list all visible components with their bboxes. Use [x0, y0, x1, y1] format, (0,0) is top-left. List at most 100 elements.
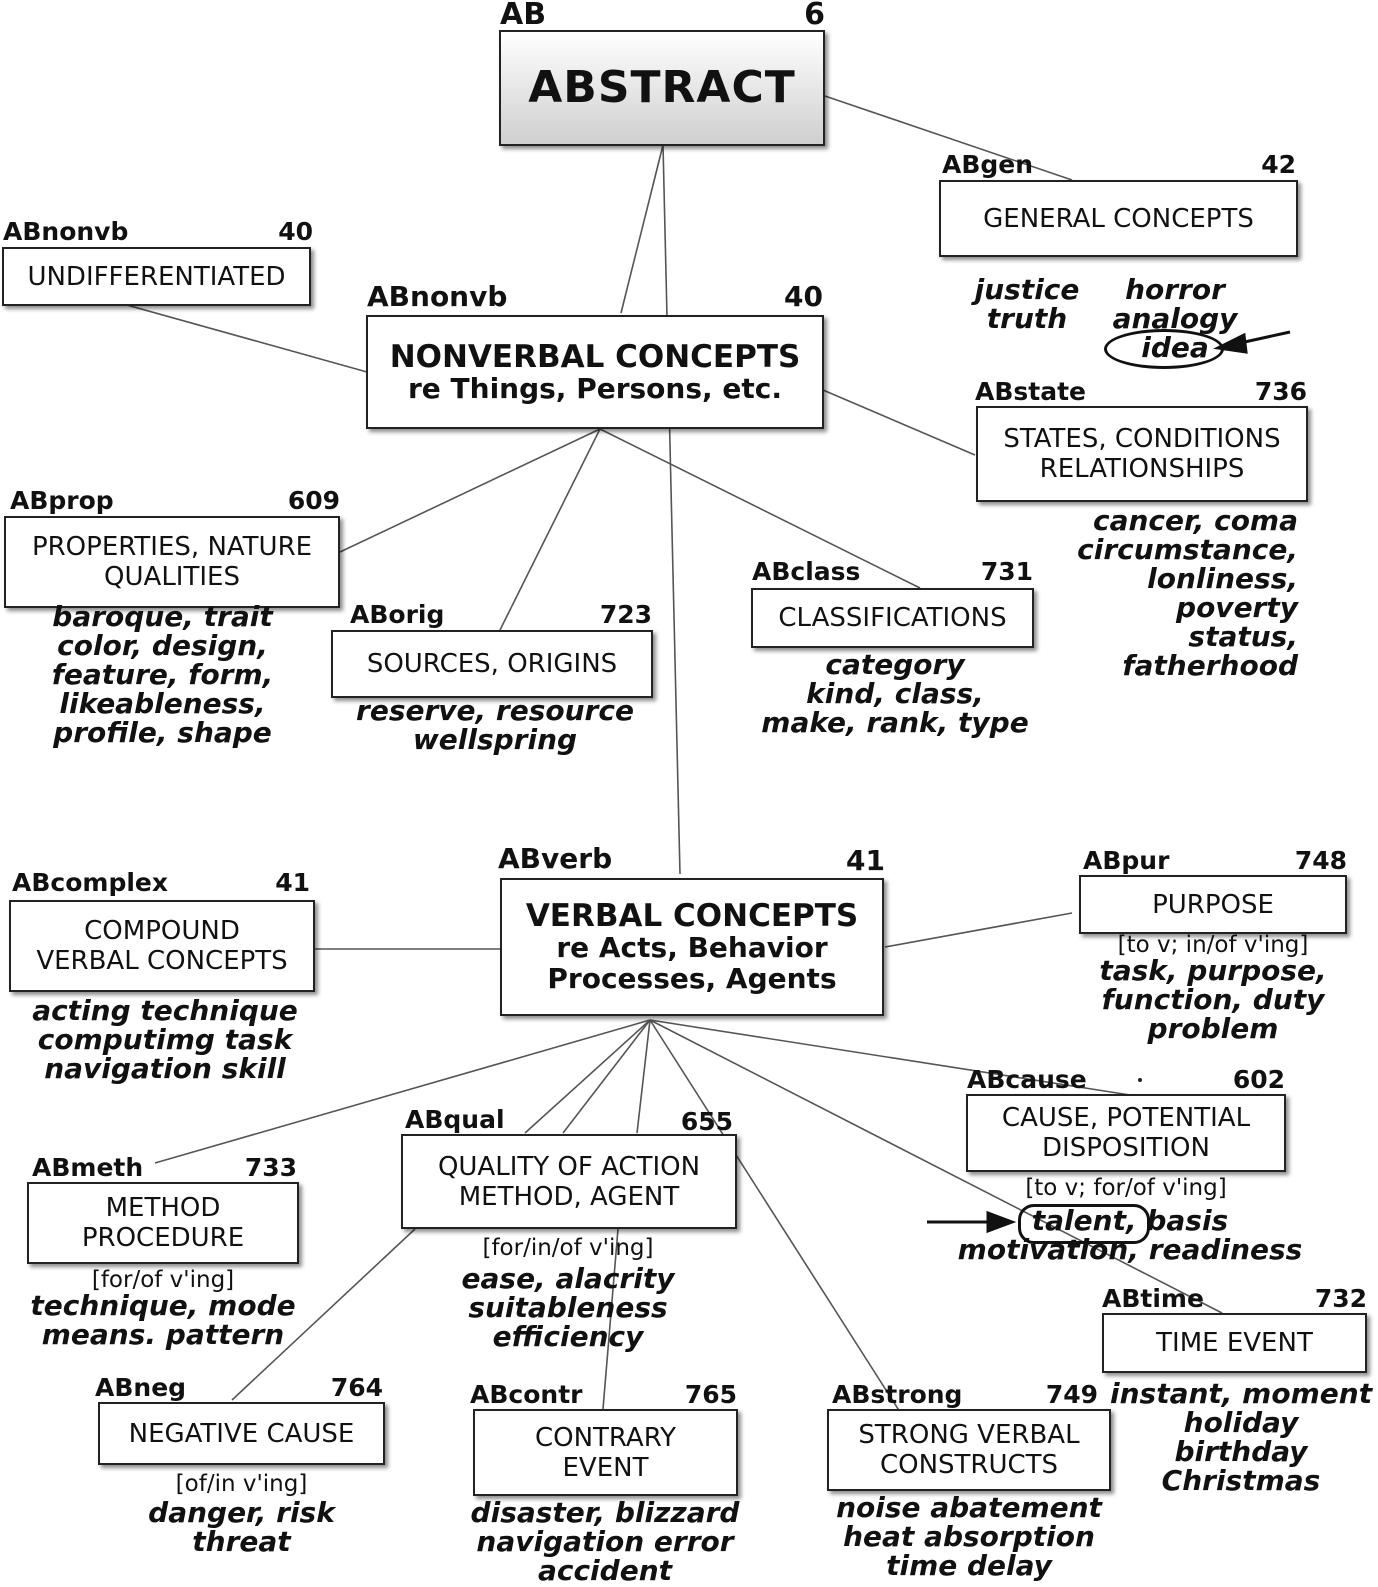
node-title: SOURCES, ORIGINS — [366, 649, 618, 679]
example: accident — [537, 1554, 673, 1587]
examples: instant, moment holiday birthday Christm… — [1110, 1379, 1372, 1495]
node-code: ABcontr — [470, 1380, 583, 1409]
example: justice — [974, 273, 1080, 306]
node-box[interactable]: CLASSIFICATIONS — [751, 588, 1034, 648]
node-box[interactable]: STRONG VERBAL CONSTRUCTS — [827, 1409, 1111, 1491]
node-box[interactable]: NONVERBAL CONCEPTS re Things, Persons, e… — [366, 315, 824, 429]
node-title: STATES, CONDITIONS — [1003, 424, 1281, 454]
node-box[interactable]: NEGATIVE CAUSE — [98, 1402, 385, 1465]
node-title: CONSTRUCTS — [879, 1450, 1059, 1480]
highlight-box-talent — [1018, 1204, 1150, 1244]
edge-abnonvb-abclass — [599, 428, 921, 589]
node-subtitle: re Things, Persons, etc. — [407, 371, 783, 405]
node-box[interactable]: VERBAL CONCEPTS re Acts, Behavior Proces… — [500, 878, 884, 1016]
node-box[interactable]: ABSTRACT — [499, 30, 825, 146]
example: wellspring — [412, 723, 578, 756]
example: profile, shape — [53, 716, 272, 749]
examples: technique, mode means. pattern — [17, 1291, 309, 1349]
node-count: 41 — [275, 868, 310, 897]
example: fatherhood — [1122, 649, 1298, 682]
node-count: 731 — [980, 557, 1033, 586]
node-count: 42 — [1261, 150, 1296, 179]
example: noise abatement — [836, 1491, 1102, 1524]
node-title: METHOD — [105, 1193, 221, 1223]
node-subtitle: re Acts, Behavior — [556, 931, 828, 964]
node-code: ABprop — [10, 486, 114, 515]
node-box[interactable]: PURPOSE — [1079, 875, 1347, 934]
node-count: 749 — [1045, 1380, 1098, 1409]
node-code: ABmeth — [32, 1153, 144, 1182]
node-code: ABqual — [405, 1105, 505, 1134]
edge-abverb-abqual-2 — [562, 1019, 651, 1134]
node-title: QUALITIES — [104, 562, 240, 592]
node-box[interactable]: UNDIFFERENTIATED — [2, 247, 311, 306]
node-count: 40 — [784, 280, 823, 313]
example: navigation skill — [44, 1052, 286, 1085]
node-box[interactable]: COMPOUND VERBAL CONCEPTS — [9, 900, 315, 992]
edge-abnonvb-aborig — [499, 428, 601, 631]
examples: talent, basis motivation, readiness — [955, 1206, 1305, 1264]
edge-abqual-abcontr — [602, 1228, 619, 1410]
example: circumstance, — [1077, 533, 1298, 566]
node-box[interactable]: GENERAL CONCEPTS — [939, 180, 1298, 257]
node-title: ABSTRACT — [528, 62, 796, 113]
example: baroque, trait — [52, 600, 273, 633]
example: navigation error — [476, 1525, 734, 1558]
examples: acting technique computimg task navigati… — [20, 996, 310, 1083]
node-count: 732 — [1314, 1284, 1367, 1313]
example: problem — [1147, 1012, 1279, 1045]
node-count: 736 — [1254, 377, 1307, 406]
examples: danger, risk threat — [98, 1498, 385, 1556]
example: danger, risk — [148, 1496, 335, 1529]
node-title: VERBAL CONCEPTS — [36, 946, 288, 976]
node-title: VERBAL CONCEPTS — [525, 898, 859, 934]
example: Christmas — [1161, 1464, 1321, 1497]
node-code: ABcause — [967, 1065, 1087, 1094]
node-box[interactable]: TIME EVENT — [1102, 1313, 1367, 1373]
examples: noise abatement heat absorption time del… — [827, 1493, 1111, 1580]
arrow-to-idea-head — [1213, 332, 1248, 354]
example: analogy — [1112, 302, 1238, 335]
node-box[interactable]: STATES, CONDITIONS RELATIONSHIPS — [976, 406, 1308, 502]
node-count: 655 — [680, 1107, 733, 1136]
example: feature, form, — [51, 658, 274, 691]
node-title: QUALITY OF ACTION — [437, 1151, 701, 1182]
example: make, rank, type — [761, 706, 1029, 739]
example: holiday — [1183, 1406, 1299, 1439]
arrow-to-idea-line — [1239, 330, 1291, 345]
example: function, duty — [1101, 983, 1325, 1016]
example: means. pattern — [41, 1318, 285, 1351]
edge-abnonvb-abprop — [339, 428, 601, 553]
node-count: 40 — [278, 217, 313, 246]
pattern-text: [of/in v'ing] — [175, 1471, 308, 1497]
example: motivation, readiness — [957, 1233, 1303, 1266]
node-box[interactable]: CONTRARY EVENT — [473, 1409, 738, 1496]
example: horror — [1125, 273, 1225, 306]
edge-abverb-abstrong — [649, 1019, 901, 1413]
node-count: 723 — [599, 600, 652, 629]
node-box[interactable]: CAUSE, POTENTIAL DISPOSITION — [966, 1094, 1286, 1172]
node-box[interactable]: QUALITY OF ACTION METHOD, AGENT — [401, 1134, 737, 1229]
node-title: STRONG VERBAL — [858, 1420, 1080, 1450]
edge-root-abverb — [662, 144, 681, 875]
node-box[interactable]: METHOD PROCEDURE — [27, 1182, 299, 1264]
example: heat absorption — [843, 1520, 1095, 1553]
example: kind, class, — [806, 677, 984, 710]
edge-abverb-abcause — [649, 1019, 1131, 1096]
example: ease, alacrity — [461, 1262, 675, 1295]
example: category — [825, 648, 965, 681]
example: technique, mode — [30, 1289, 296, 1322]
node-box[interactable]: SOURCES, ORIGINS — [331, 630, 653, 698]
node-title: PROPERTIES, NATURE — [31, 532, 313, 562]
node-code: ABstate — [975, 377, 1087, 406]
examples-left: justice truth — [967, 275, 1087, 333]
node-title: TIME EVENT — [1156, 1328, 1313, 1358]
node-code: ABcomplex — [12, 868, 168, 897]
node-code: ABpur — [1083, 846, 1170, 875]
edge-abnonvb-abstate — [822, 389, 976, 456]
node-count: 748 — [1294, 846, 1347, 875]
node-box[interactable]: PROPERTIES, NATURE QUALITIES — [4, 516, 340, 608]
node-code: ABtime — [1102, 1284, 1204, 1313]
node-count: 6 — [804, 0, 825, 32]
